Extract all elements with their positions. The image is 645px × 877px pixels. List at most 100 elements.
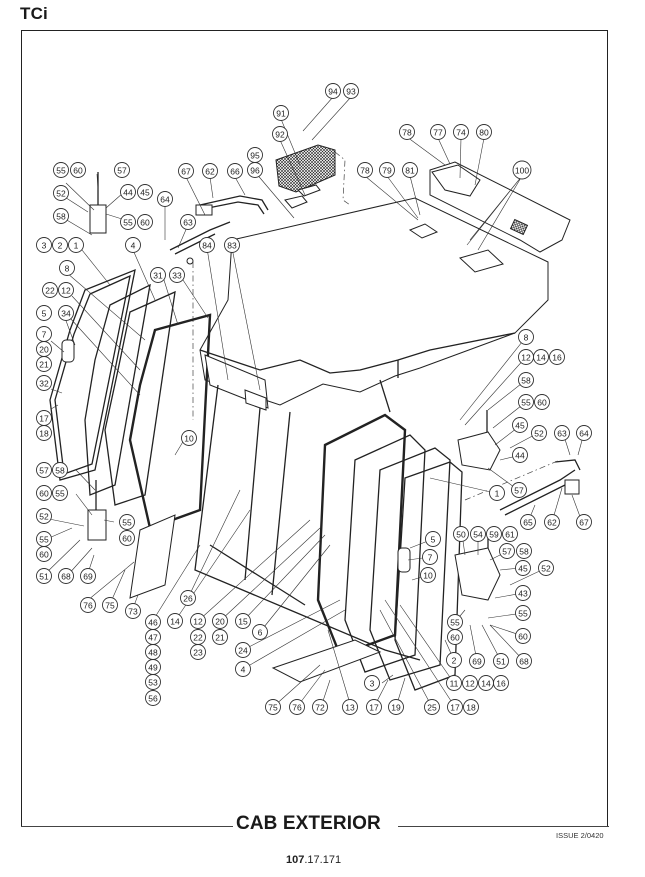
- callout-number: 57: [502, 547, 512, 557]
- callout-circle: [272, 126, 288, 142]
- callout-number: 59: [489, 530, 499, 540]
- callout-95: 95: [247, 147, 263, 163]
- callout-circle: [58, 305, 74, 321]
- callout-number: 58: [55, 466, 65, 476]
- callout-number: 43: [518, 589, 528, 599]
- callout-circle: [53, 162, 69, 178]
- callout-number: 7: [428, 553, 433, 563]
- callout-60: 60: [137, 214, 153, 230]
- callout-number: 12: [465, 679, 475, 689]
- callout-22: 22: [42, 282, 58, 298]
- callout-number: 14: [481, 679, 491, 689]
- callout-number: 44: [515, 451, 525, 461]
- callout-circle: [190, 644, 206, 660]
- callout-number: 17: [450, 703, 460, 713]
- callout-number: 20: [39, 345, 49, 355]
- callout-number: 24: [238, 646, 248, 656]
- callout-number: 100: [515, 166, 529, 176]
- callout-4: 4: [125, 237, 141, 253]
- callout-52: 52: [531, 425, 547, 441]
- callout-circle: [180, 214, 196, 230]
- roof-handle: [195, 195, 269, 216]
- callout-number: 62: [547, 518, 557, 528]
- callout-15: 15: [235, 613, 251, 629]
- callout-circle: [36, 485, 52, 501]
- callout-20: 20: [212, 613, 228, 629]
- callout-55: 55: [53, 162, 69, 178]
- left-door-glass: [104, 290, 176, 506]
- rear-window-panel: [429, 161, 571, 253]
- callout-number: 11: [450, 679, 459, 689]
- callout-93: 93: [343, 83, 359, 99]
- callout-number: 68: [61, 572, 71, 582]
- callout-21: 21: [212, 629, 228, 645]
- callout-12: 12: [462, 675, 478, 691]
- callout-number: 60: [73, 166, 83, 176]
- callout-8: 8: [518, 329, 534, 345]
- callout-number: 60: [122, 534, 132, 544]
- callout-number: 64: [579, 429, 589, 439]
- callout-58: 58: [518, 372, 534, 388]
- right-door-frame-1: [344, 434, 426, 673]
- callout-10: 10: [181, 430, 197, 446]
- callout-number: 5: [42, 309, 47, 319]
- callout-21: 21: [36, 356, 52, 372]
- callout-circle: [58, 568, 74, 584]
- callout-circle: [120, 214, 136, 230]
- callout-number: 52: [56, 189, 66, 199]
- callout-69: 69: [469, 653, 485, 669]
- callout-61: 61: [502, 526, 518, 542]
- callout-circle: [36, 568, 52, 584]
- footer-rule-right: [398, 826, 609, 827]
- callout-number: 76: [292, 703, 302, 713]
- front-glass: [204, 354, 269, 411]
- callout-5: 5: [36, 305, 52, 321]
- callout-11: 11: [446, 675, 462, 691]
- callout-45: 45: [512, 417, 528, 433]
- callout-circle: [190, 613, 206, 629]
- callout-number: 67: [579, 518, 589, 528]
- callout-3: 3: [36, 237, 52, 253]
- cab-body: [194, 379, 421, 661]
- callout-circle: [516, 653, 532, 669]
- callout-1: 1: [68, 237, 84, 253]
- callout-circle: [150, 267, 166, 283]
- callout-circle: [493, 675, 509, 691]
- callout-number: 12: [193, 617, 203, 627]
- callout-74: 74: [453, 124, 469, 140]
- callout-circle: [312, 699, 328, 715]
- callout-circle: [515, 605, 531, 621]
- callout-47: 47: [145, 629, 161, 645]
- callout-circle: [212, 613, 228, 629]
- callout-number: 23: [193, 648, 203, 658]
- callout-circle: [518, 372, 534, 388]
- callout-circle: [52, 237, 68, 253]
- callout-44: 44: [512, 447, 528, 463]
- callout-circle: [489, 485, 505, 501]
- roof-hatch-large: [459, 249, 504, 273]
- callout-circle: [576, 514, 592, 530]
- callout-43: 43: [515, 585, 531, 601]
- callout-number: 12: [61, 286, 71, 296]
- callout-circle: [227, 163, 243, 179]
- callout-circle: [36, 305, 52, 321]
- callout-18: 18: [463, 699, 479, 715]
- callout-circle: [36, 425, 52, 441]
- callout-50: 50: [453, 526, 469, 542]
- callout-circle: [476, 124, 492, 140]
- callout-number: 56: [148, 694, 158, 704]
- callout-75: 75: [265, 699, 281, 715]
- left-step: [129, 514, 176, 599]
- callout-circle: [469, 653, 485, 669]
- callout-55: 55: [518, 394, 534, 410]
- callout-circle: [554, 425, 570, 441]
- callout-circle: [515, 628, 531, 644]
- callout-circle: [235, 642, 251, 658]
- callout-number: 60: [39, 550, 49, 560]
- callout-55: 55: [52, 485, 68, 501]
- callout-number: 57: [514, 486, 524, 496]
- callout-76: 76: [80, 597, 96, 613]
- left-handle-rail: [169, 221, 231, 420]
- callout-94: 94: [325, 83, 341, 99]
- callout-92: 92: [272, 126, 288, 142]
